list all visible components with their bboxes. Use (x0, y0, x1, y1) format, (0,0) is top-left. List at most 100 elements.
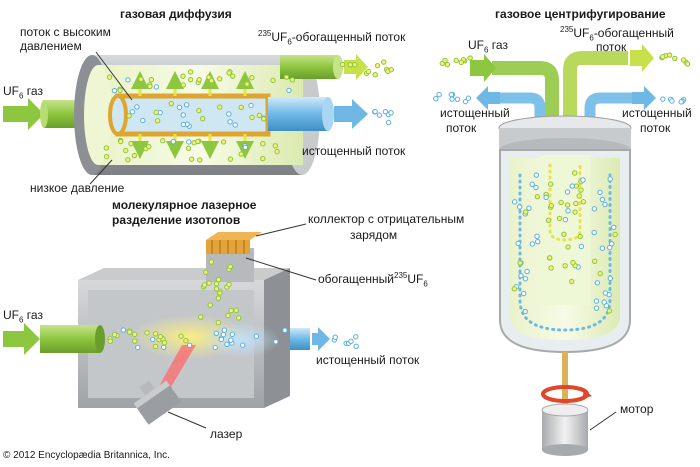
low-pressure-leader (89, 159, 113, 185)
enriched-molecule (199, 115, 206, 122)
depleted-molecule (516, 204, 523, 210)
enriched-molecule (556, 215, 563, 222)
depleted-molecule (332, 334, 338, 340)
enriched-molecule (227, 263, 233, 270)
depleted-molecule (135, 344, 141, 351)
depleted-molecule (213, 330, 219, 336)
motor-leader (589, 411, 617, 431)
laser-beam (158, 345, 196, 392)
enriched-molecule (195, 138, 201, 145)
laser-device (133, 380, 182, 425)
enriched-molecule (534, 193, 541, 200)
depleted-molecule (227, 119, 233, 125)
centrifuge-enriched-label-line2: поток (596, 40, 627, 54)
depleted-molecule (372, 108, 378, 115)
enriched-molecule (442, 57, 448, 64)
depleted-molecule (180, 121, 187, 128)
depleted-molecule (591, 229, 597, 236)
enriched-molecule (591, 258, 598, 265)
enriched-molecule (228, 307, 234, 314)
depleted-molecule (593, 305, 600, 311)
enriched-molecule (577, 233, 583, 240)
diffusion-enriched-label: 235UF6-обогащенный поток (258, 29, 406, 47)
enriched-molecule (196, 107, 202, 114)
diffusion-depleted-label: истощенный поток (302, 144, 406, 158)
enriched-molecule (126, 113, 132, 119)
depleted-molecule (594, 280, 601, 286)
enriched-molecule (213, 281, 220, 287)
depleted-molecule (601, 299, 607, 305)
enriched-molecule (238, 151, 244, 157)
depleted-molecule (253, 333, 260, 339)
enriched-molecule (548, 265, 554, 271)
enriched-molecule (576, 193, 582, 199)
depleted-molecule (515, 240, 521, 247)
high-pressure-leader (95, 51, 133, 101)
depleted-molecule (597, 189, 603, 196)
enriched-molecule (372, 72, 378, 78)
enriched-molecule (187, 69, 194, 75)
laser-enriched-leader (245, 257, 317, 281)
enriched-molecule (444, 61, 451, 68)
depleted-molecule (153, 84, 160, 90)
depleted-molecule (599, 196, 606, 203)
enriched-molecule (157, 333, 164, 340)
centrifuge-feed-arrow (470, 54, 496, 82)
enriched-molecule (161, 340, 168, 346)
enriched-molecule (548, 202, 555, 209)
enriched-molecule (125, 157, 131, 163)
centrifuge-enriched-arrow (630, 44, 654, 72)
enriched-molecule (178, 333, 184, 339)
enriched-molecule (517, 260, 523, 266)
enriched-molecule (260, 141, 266, 147)
enriched-molecule (138, 76, 144, 82)
enriched-molecule (168, 100, 174, 107)
enriched-molecule (154, 118, 161, 124)
enriched-molecule (580, 199, 587, 205)
enriched-molecule (564, 202, 571, 208)
enriched-molecule (153, 109, 159, 116)
depleted-molecule (511, 199, 518, 205)
enriched-molecule (227, 156, 234, 162)
enriched-molecule (188, 156, 195, 162)
molecule-particles (103, 52, 691, 351)
enriched-molecule (183, 338, 189, 344)
enriched-molecule (106, 74, 113, 80)
depleted-molecule (565, 208, 571, 214)
centrifuge-flow-loop (548, 163, 582, 242)
enriched-molecule (107, 338, 113, 344)
depleted-molecule (111, 87, 118, 94)
diffusion-depleted-arrow (334, 99, 368, 129)
enriched-molecule (185, 145, 192, 151)
enriched-molecule (547, 255, 553, 261)
enriched-molecule (144, 330, 150, 336)
enriched-molecule (256, 112, 263, 119)
depleted-molecule (286, 87, 292, 94)
depleted-molecule (218, 336, 225, 343)
depleted-molecule (607, 275, 614, 282)
enriched-molecule (272, 143, 278, 149)
depleted-molecule (569, 183, 575, 189)
enriched-molecule (573, 200, 579, 207)
enriched-molecule (659, 54, 666, 60)
enriched-molecule (208, 259, 215, 265)
enriched-molecule (197, 314, 204, 320)
enriched-molecule (215, 295, 222, 301)
enriched-molecule (220, 139, 227, 145)
depleted-molecule (448, 91, 455, 98)
high-pressure-label-line1: поток с высоким (20, 25, 111, 39)
enriched-molecule (229, 73, 236, 79)
depleted-molecule (518, 272, 524, 279)
enriched-molecule (132, 338, 138, 344)
enriched-molecule (201, 282, 208, 288)
enriched-molecule (388, 67, 394, 73)
depleted-molecule (564, 189, 571, 195)
depleted-molecule (129, 109, 135, 115)
depleted-molecule (602, 290, 609, 296)
centrifuge-depleted-left-pipe (500, 92, 546, 125)
depleted-molecule (240, 342, 246, 348)
centrifuge-depleted-left-line2: поток (446, 121, 477, 135)
enriched-molecule (147, 83, 153, 90)
laser-depleted-arrow (312, 327, 330, 351)
